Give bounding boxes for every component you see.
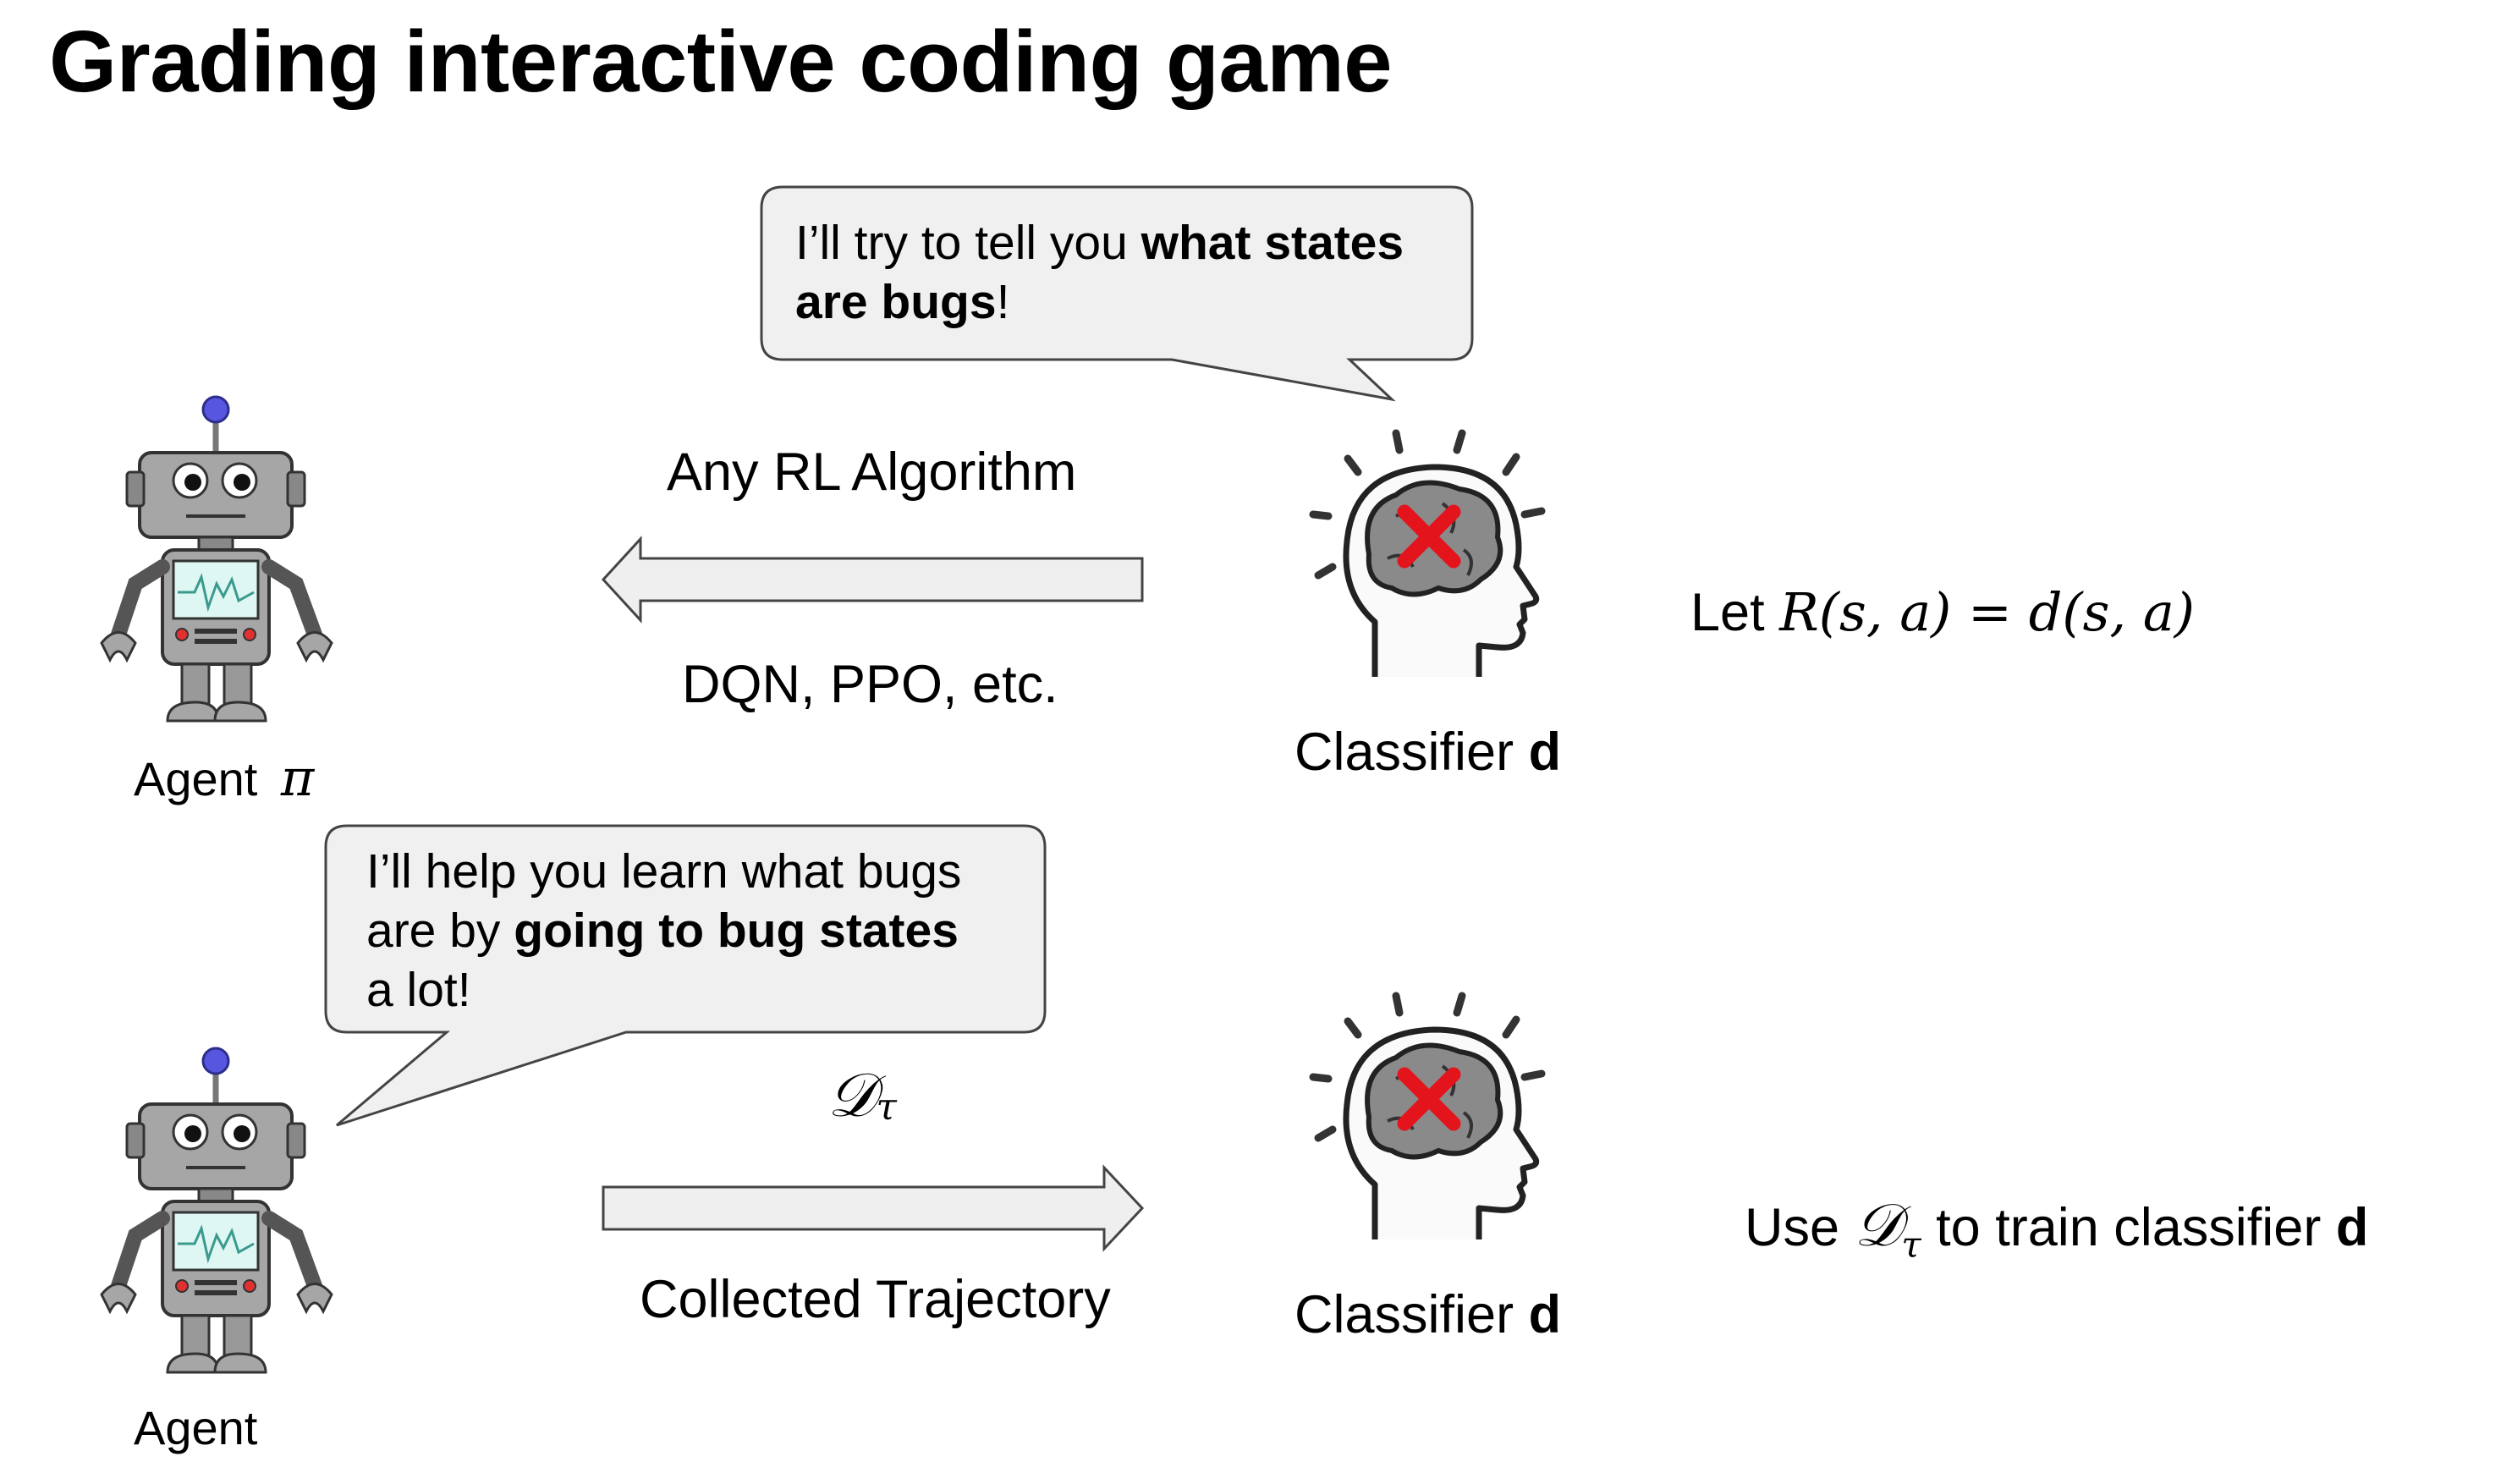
slide-title: Grading interactive coding game [49, 13, 1393, 110]
red-x-icon [1397, 504, 1461, 569]
use-dataset-statement: Use 𝒟τ to train classifier d [1745, 1190, 2369, 1266]
classifier-d-label-bottom: Classifier d [1294, 1285, 1562, 1344]
reward-definition: Let R(s, a) = d(s, a) [1690, 581, 2195, 643]
dataset-symbol: 𝒟τ [827, 1059, 897, 1130]
head-silhouette-icon [1309, 992, 1546, 1239]
agent-pi-label: Agent π [134, 749, 315, 808]
classifier-d-label-top: Classifier d [1294, 723, 1562, 782]
red-x-icon [1397, 1067, 1461, 1131]
dqn-ppo-label: DQN, PPO, etc. [682, 655, 1058, 714]
head-silhouette-icon [1309, 429, 1546, 677]
speech-bubble-top-text: I’ll try to tell you what states are bug… [795, 216, 1404, 329]
robot-icon [100, 395, 333, 723]
any-rl-algorithm-label: Any RL Algorithm [667, 442, 1077, 502]
robot-icon [100, 1047, 333, 1374]
collected-trajectory-label: Collected Trajectory [640, 1270, 1111, 1329]
speech-bubble-bottom-text: I’ll help you learn what bugs are by goi… [366, 844, 962, 1017]
agent-label-bottom: Agent [134, 1401, 258, 1454]
